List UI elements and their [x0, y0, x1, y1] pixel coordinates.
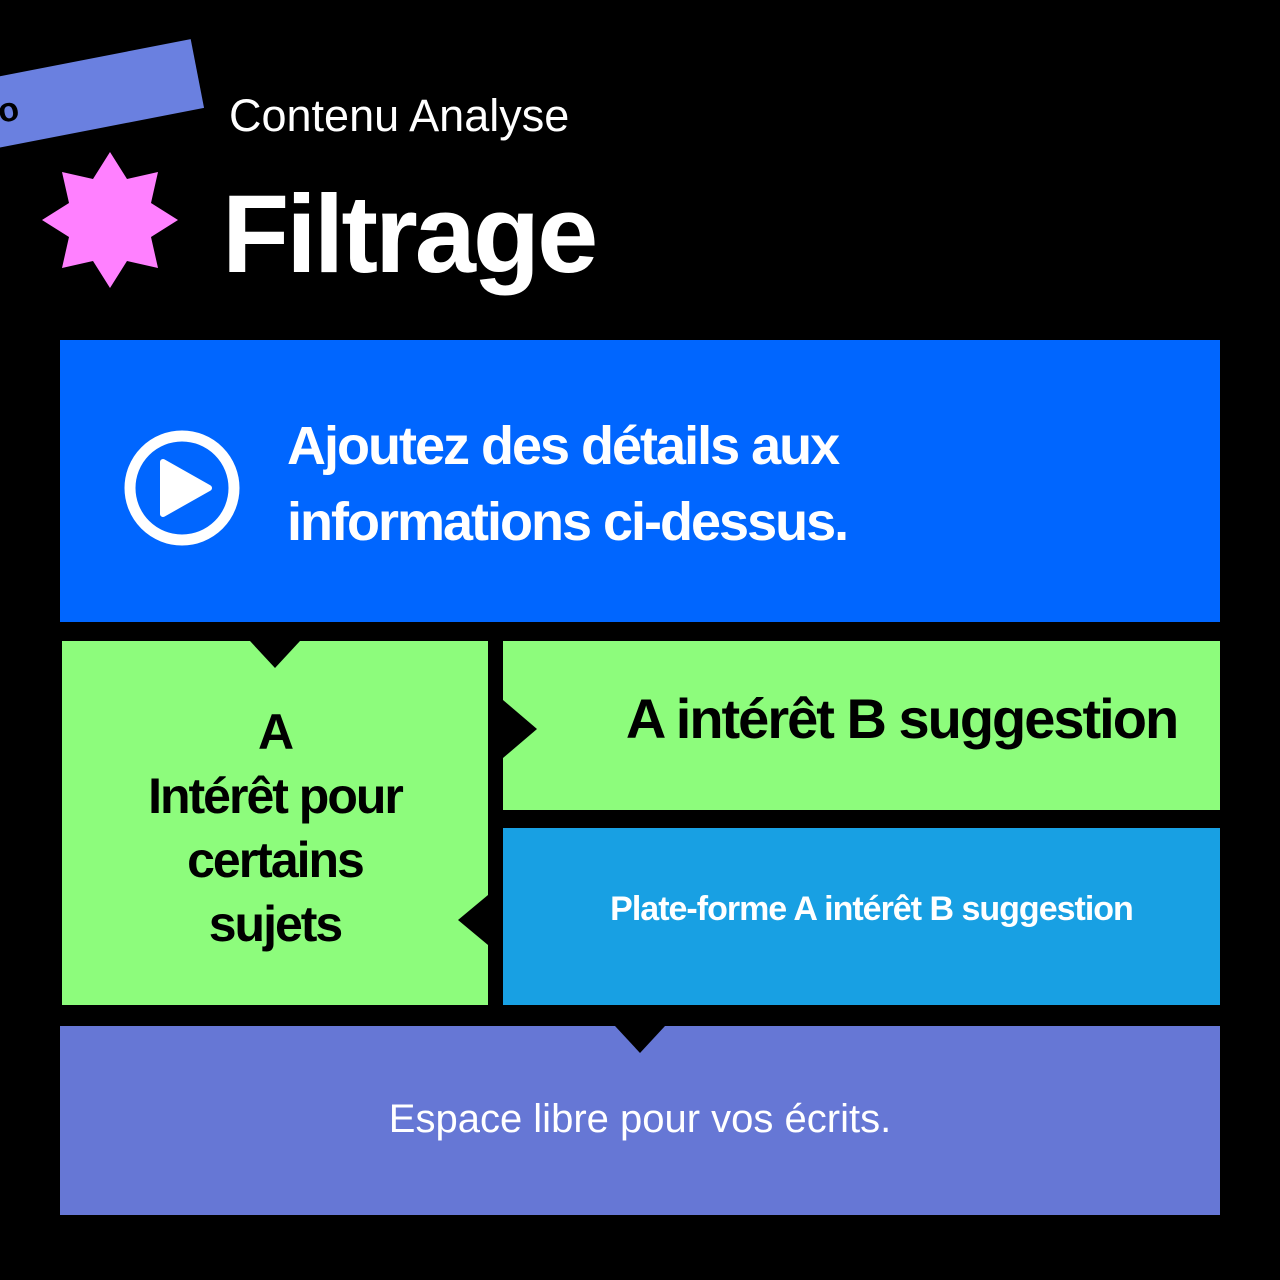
- interest-line: sujets: [208, 896, 344, 952]
- platform-text: Plate-forme A intérêt B suggestion: [610, 890, 1134, 928]
- notch-down-arrow: [615, 1026, 665, 1053]
- intro-line: informations ci-dessus.: [287, 492, 849, 552]
- notch-down-arrow: [250, 641, 300, 668]
- free-space-box: Espace libre pour vos écrits.: [60, 1026, 1220, 1215]
- intro-text: Ajoutez des détails aux informations ci-…: [287, 408, 849, 560]
- interest-line: certains: [187, 832, 365, 888]
- intro-line: Ajoutez des détails aux: [287, 416, 840, 476]
- interest-box: A Intérêt pour certains sujets: [62, 641, 488, 1005]
- suggestion-text: A intérêt B suggestion: [625, 687, 1179, 750]
- subtitle: Contenu Analyse: [229, 90, 570, 141]
- free-space-text: Espace libre pour vos écrits.: [388, 1097, 892, 1141]
- play-circle-icon: [124, 430, 240, 546]
- intro-box: [60, 340, 1220, 622]
- suggestion-box: A intérêt B suggestion: [503, 641, 1220, 810]
- interest-line: Intérêt pour: [148, 768, 404, 824]
- notch-left-arrow: [458, 895, 488, 945]
- interest-line: A: [257, 704, 294, 760]
- star-icon: [42, 152, 178, 288]
- page-title: Filtrage: [222, 173, 598, 296]
- platform-box: Plate-forme A intérêt B suggestion: [503, 828, 1220, 1005]
- notch-right-arrow: [503, 700, 537, 758]
